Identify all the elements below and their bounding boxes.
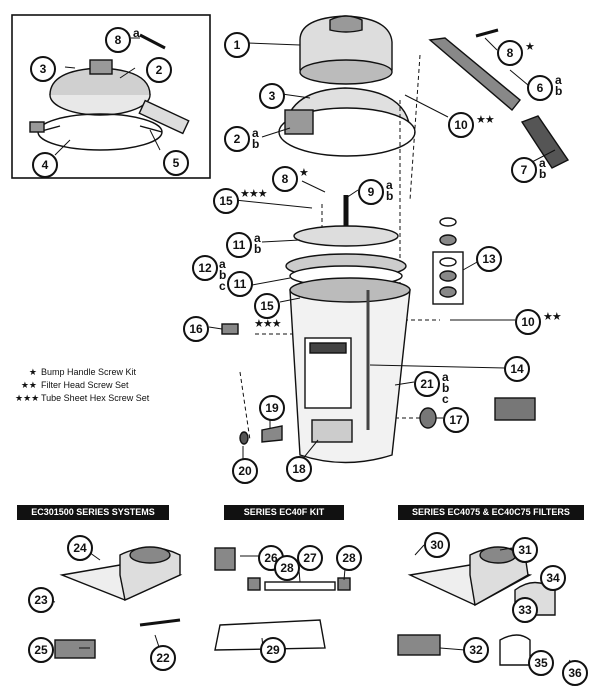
callout-35: 35 [528, 650, 554, 676]
bump-handle [428, 37, 521, 112]
sublabel-12: a b c [219, 257, 227, 293]
callout-8: 8 [497, 40, 523, 66]
banner-ec301500: EC301500 SERIES SYSTEMS [17, 505, 169, 520]
sublabel-6: a b [555, 73, 563, 98]
callout-17: 17 [443, 407, 469, 433]
callout-9: 9 [358, 179, 384, 205]
callout-25: 25 [28, 637, 54, 663]
star-10: ★★ [476, 113, 495, 126]
callout-12: 12 [192, 255, 218, 281]
callout-16: 16 [183, 316, 209, 342]
star-15: ★★★ [240, 187, 268, 200]
callout-30: 30 [424, 532, 450, 558]
callout-3: 3 [259, 83, 285, 109]
sublabel-7: a b [539, 156, 547, 181]
callout-14: 14 [504, 356, 530, 382]
sublabel-8-inset: a [133, 26, 140, 40]
sublabel-2: a b [252, 126, 260, 151]
callout-33: 33 [512, 597, 538, 623]
banner-ec40f: SERIES EC40F KIT [224, 505, 344, 520]
callout-11-lower: 11 [227, 271, 253, 297]
callout-27: 27 [297, 545, 323, 571]
callout-15-lower: 15 [254, 293, 280, 319]
star-15-lower: ★★★ [254, 317, 282, 330]
legend: ★Bump Handle Screw Kit ★★Filter Head Scr… [15, 366, 149, 405]
callout-2: 2 [224, 126, 250, 152]
inset-frame [11, 14, 211, 179]
sublabel-21: a b c [442, 370, 450, 406]
callout-23: 23 [28, 587, 54, 613]
callout-22: 22 [150, 645, 176, 671]
callout-31: 31 [512, 537, 538, 563]
callout-21: 21 [414, 371, 440, 397]
callout-28: 28 [336, 545, 362, 571]
callout-10-lower: 10 [515, 309, 541, 335]
callout-4: 4 [32, 152, 58, 178]
handle-grip [520, 115, 570, 169]
legend-row: ★★Filter Head Screw Set [20, 380, 129, 391]
legend-row: ★★★Tube Sheet Hex Screw Set [15, 393, 150, 404]
callout-29: 29 [260, 637, 286, 663]
star-10-lower: ★★ [543, 310, 562, 323]
sublabel-9: a b [386, 178, 394, 203]
callout-28-left: 28 [274, 555, 300, 581]
banner-ec4075: SERIES EC4075 & EC40C75 FILTERS [398, 505, 584, 520]
callout-10: 10 [448, 112, 474, 138]
callout-6: 6 [527, 75, 553, 101]
callout-19: 19 [259, 395, 285, 421]
star-8: ★ [525, 40, 535, 53]
callout-7: 7 [511, 157, 537, 183]
callout-15: 15 [213, 188, 239, 214]
callout-11: 11 [226, 232, 252, 258]
legend-row: ★Bump Handle Screw Kit [28, 367, 137, 378]
callout-8-inset: 8 [105, 27, 131, 53]
callout-8-head: 8 [272, 166, 298, 192]
sublabel-11: a b [254, 231, 262, 256]
callout-36: 36 [562, 660, 588, 686]
callout-20: 20 [232, 458, 258, 484]
callout-5: 5 [163, 150, 189, 176]
callout-1: 1 [224, 32, 250, 58]
callout-2-inset: 2 [146, 57, 172, 83]
callout-24: 24 [67, 535, 93, 561]
star-8-head: ★ [299, 166, 309, 179]
callout-32: 32 [463, 637, 489, 663]
callout-13: 13 [476, 246, 502, 272]
callout-18: 18 [286, 456, 312, 482]
callout-3-inset: 3 [30, 56, 56, 82]
callout-34: 34 [540, 565, 566, 591]
